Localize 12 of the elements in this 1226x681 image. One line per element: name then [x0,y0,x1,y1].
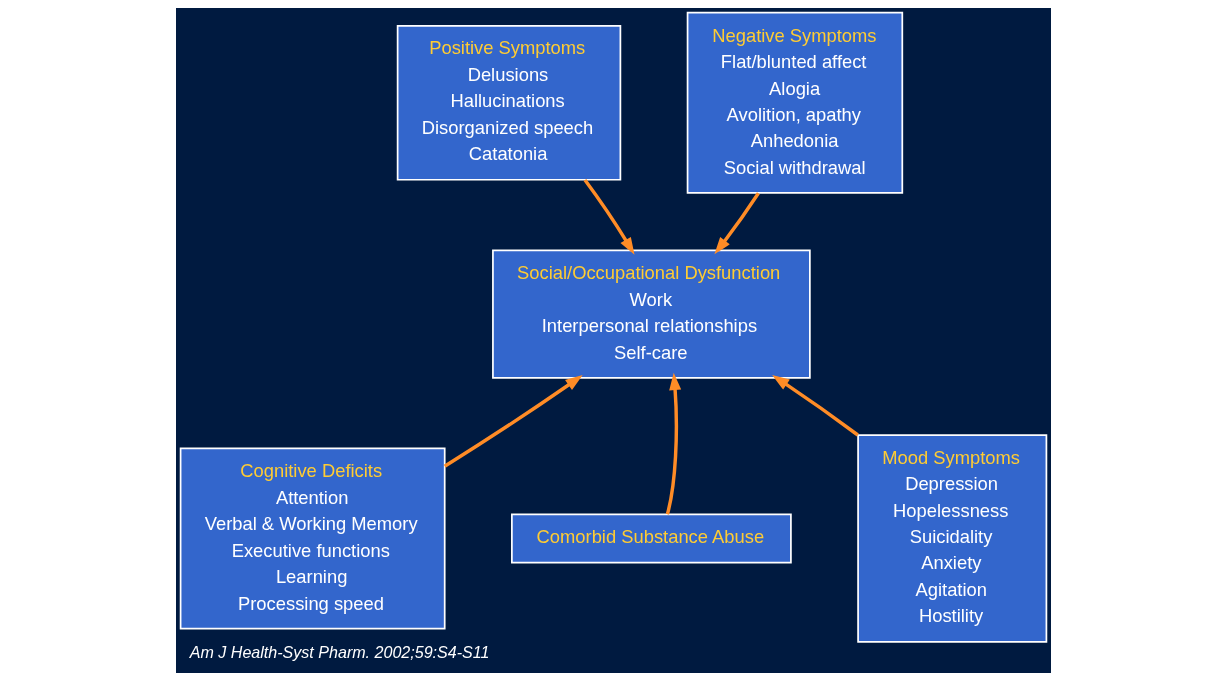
node-box: Cognitive Deficits Attention Verbal & Working Memory Executive functions Learning Processing speed [179,447,446,630]
caption: Am J Health-Syst Pharm. 2002;59:S4-S11 [189,643,489,662]
arrow [665,372,681,515]
arrow [443,375,583,468]
arrow [771,375,859,437]
arrow [583,178,634,255]
node-box: Negative Symptoms Flat/blunted affect Alogia Avolition, apathy Anhedonia Social withdrawal [686,11,903,194]
node-box: Comorbid Substance Abuse [510,513,792,564]
node-box: Positive Symptoms Delusions Hallucinations Disorganized speech Catatonia [396,25,621,181]
node-box: Social/Occupational Dysfunction Work Interpersonal relationships Self-care [491,249,811,379]
node-box: Mood Symptoms Depression Hopelessness Suicidality Anxiety Agitation Hostility [856,434,1047,643]
arrow [713,192,760,255]
